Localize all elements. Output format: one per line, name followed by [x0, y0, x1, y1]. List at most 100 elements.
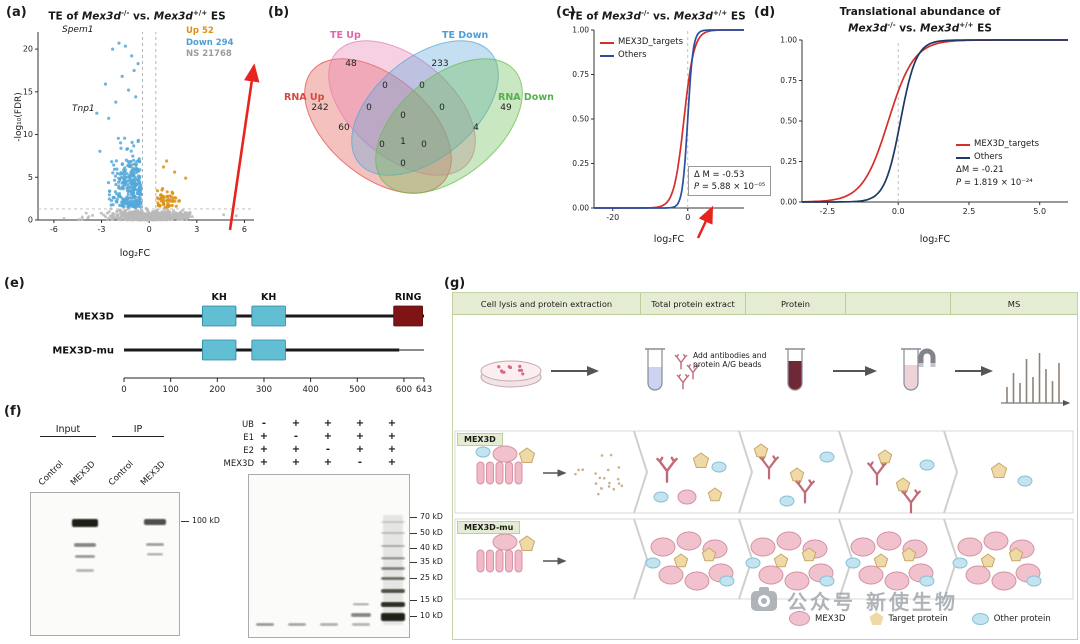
svg-text:4: 4 [473, 123, 479, 133]
blot1-lane-label: MEX3D [138, 459, 168, 488]
svg-text:48: 48 [345, 59, 357, 69]
svg-text:49: 49 [500, 103, 512, 113]
volcano-x-axis-label: log₂FC [119, 248, 151, 259]
panel-e-label: (e) [4, 276, 25, 291]
svg-text:300: 300 [256, 385, 272, 395]
svg-text:0: 0 [28, 216, 33, 225]
svg-text:600: 600 [396, 385, 412, 395]
marker-100kd: 100 kD [192, 516, 220, 525]
panel-c-title: TE of Mex3d-/- vs. Mex3d+/+ ES [566, 7, 748, 24]
marker-dash [410, 578, 417, 580]
svg-text:0.25: 0.25 [780, 157, 797, 166]
genotype-sup: -/- [640, 9, 650, 17]
blot2-bands [256, 515, 405, 626]
blue-line-swatch [600, 54, 614, 57]
title-text: TE of [568, 10, 602, 23]
svg-text:1.00: 1.00 [572, 26, 589, 35]
svg-text:10: 10 [23, 130, 33, 139]
marker-label: 40 kD [420, 543, 443, 552]
svg-text:0: 0 [400, 111, 406, 121]
p-symbol: P [694, 182, 700, 192]
blot1-bands [72, 519, 166, 572]
marker-dash [181, 521, 189, 523]
svg-text:20: 20 [23, 45, 33, 54]
blot2-lane-symbol: + [259, 457, 269, 468]
blot2-lane-symbol: + [259, 444, 269, 455]
blot2-lane-symbol: + [291, 457, 301, 468]
svg-text:RNA Up: RNA Up [284, 92, 325, 103]
blot2-lane-symbol: + [291, 418, 301, 429]
svg-text:60: 60 [338, 123, 350, 133]
svg-text:MEX3D: MEX3D [74, 312, 114, 323]
svg-text:200: 200 [209, 385, 225, 395]
title-text: TE of [48, 10, 82, 23]
svg-text:242: 242 [311, 103, 328, 113]
svg-text:-6: -6 [50, 225, 58, 234]
marker-label: 10 kD [420, 611, 443, 620]
header-ms: MS [951, 293, 1077, 315]
volcano-legend: Up 52 Down 294 NS 21768 [186, 26, 234, 61]
panel-b-label: (b) [268, 5, 290, 20]
delta-m-value: Δ M = -0.53 [694, 170, 745, 180]
title-line1: Translational abundance of [839, 6, 1001, 18]
svg-text:500: 500 [349, 385, 365, 395]
svg-text:KH: KH [212, 292, 227, 303]
p-rest: = 1.819 × 10⁻²⁴ [961, 178, 1033, 188]
blot1-group-input: Input [40, 424, 96, 437]
marker-dash [410, 600, 417, 602]
svg-text:-3: -3 [98, 225, 106, 234]
panel-g-label: (g) [444, 276, 466, 291]
blot2-lane-symbol: - [357, 457, 363, 468]
p-rest: = 5.88 × 10⁻⁰⁵ [699, 182, 766, 192]
legend-label: Other protein [993, 613, 1051, 624]
gene-name: Mex3d [920, 22, 960, 35]
svg-text:TE Up: TE Up [330, 30, 361, 41]
marker-label: 25 kD [420, 573, 443, 582]
cdf-te-stats: Δ M = -0.53 P = 5.88 × 10⁻⁰⁵ [688, 166, 772, 196]
svg-text:KH: KH [261, 292, 276, 303]
svg-text:0: 0 [421, 140, 427, 150]
blot2-lane-symbol: + [323, 418, 333, 429]
svg-text:-2.5: -2.5 [820, 207, 836, 216]
title-text: vs. [649, 10, 674, 23]
panel-c-label: (c) [556, 5, 576, 20]
blot2-lane-symbol: - [325, 444, 331, 455]
workflow-caption: Add antibodies and protein A/G beads [693, 351, 767, 369]
panel-a-title: TE of Mex3d-/- vs. Mex3d+/+ ES [27, 7, 247, 24]
title-text: ES [973, 22, 992, 35]
blot2-lane-symbol: + [323, 431, 333, 442]
workflow-headers: Cell lysis and protein extraction Total … [453, 293, 1077, 315]
blot2-lane-symbol: + [387, 431, 397, 442]
marker-dash [410, 517, 417, 519]
blot2-factor-label: UB [241, 420, 254, 430]
svg-text:MEX3D-mu: MEX3D-mu [52, 346, 114, 357]
gene-name: Mex3d [153, 10, 193, 23]
svg-text:0.50: 0.50 [572, 115, 589, 124]
blot2-lane-symbol: + [355, 418, 365, 429]
mex3d-blob-icon [789, 611, 810, 626]
red-line-swatch [600, 41, 614, 44]
marker-label: 35 kD [420, 557, 443, 566]
blot1-lane-label: Control [36, 459, 66, 488]
blot1-lane-label: Control [106, 459, 136, 488]
western-blot-ubiquitination [248, 474, 410, 638]
svg-text:1.00: 1.00 [780, 36, 797, 45]
svg-text:0: 0 [419, 81, 425, 91]
gene-name: Mex3d [601, 10, 641, 23]
svg-text:6: 6 [242, 225, 247, 234]
cdf-te-legend: MEX3D_targets Others [600, 36, 683, 62]
header-blank [846, 293, 951, 315]
legend-other-protein: Other protein [971, 612, 1051, 625]
legend-others: Others [618, 50, 647, 60]
svg-text:0.25: 0.25 [572, 159, 589, 168]
blot2-lane-symbol: + [259, 431, 269, 442]
genotype-sup: -/- [887, 21, 896, 29]
svg-text:0.50: 0.50 [780, 117, 797, 126]
svg-text:2.5: 2.5 [963, 207, 976, 216]
watermark-text: 公众号 新使生物 [787, 589, 958, 614]
svg-text:5.0: 5.0 [1033, 207, 1046, 216]
legend-targets: MEX3D_targets [618, 37, 684, 47]
